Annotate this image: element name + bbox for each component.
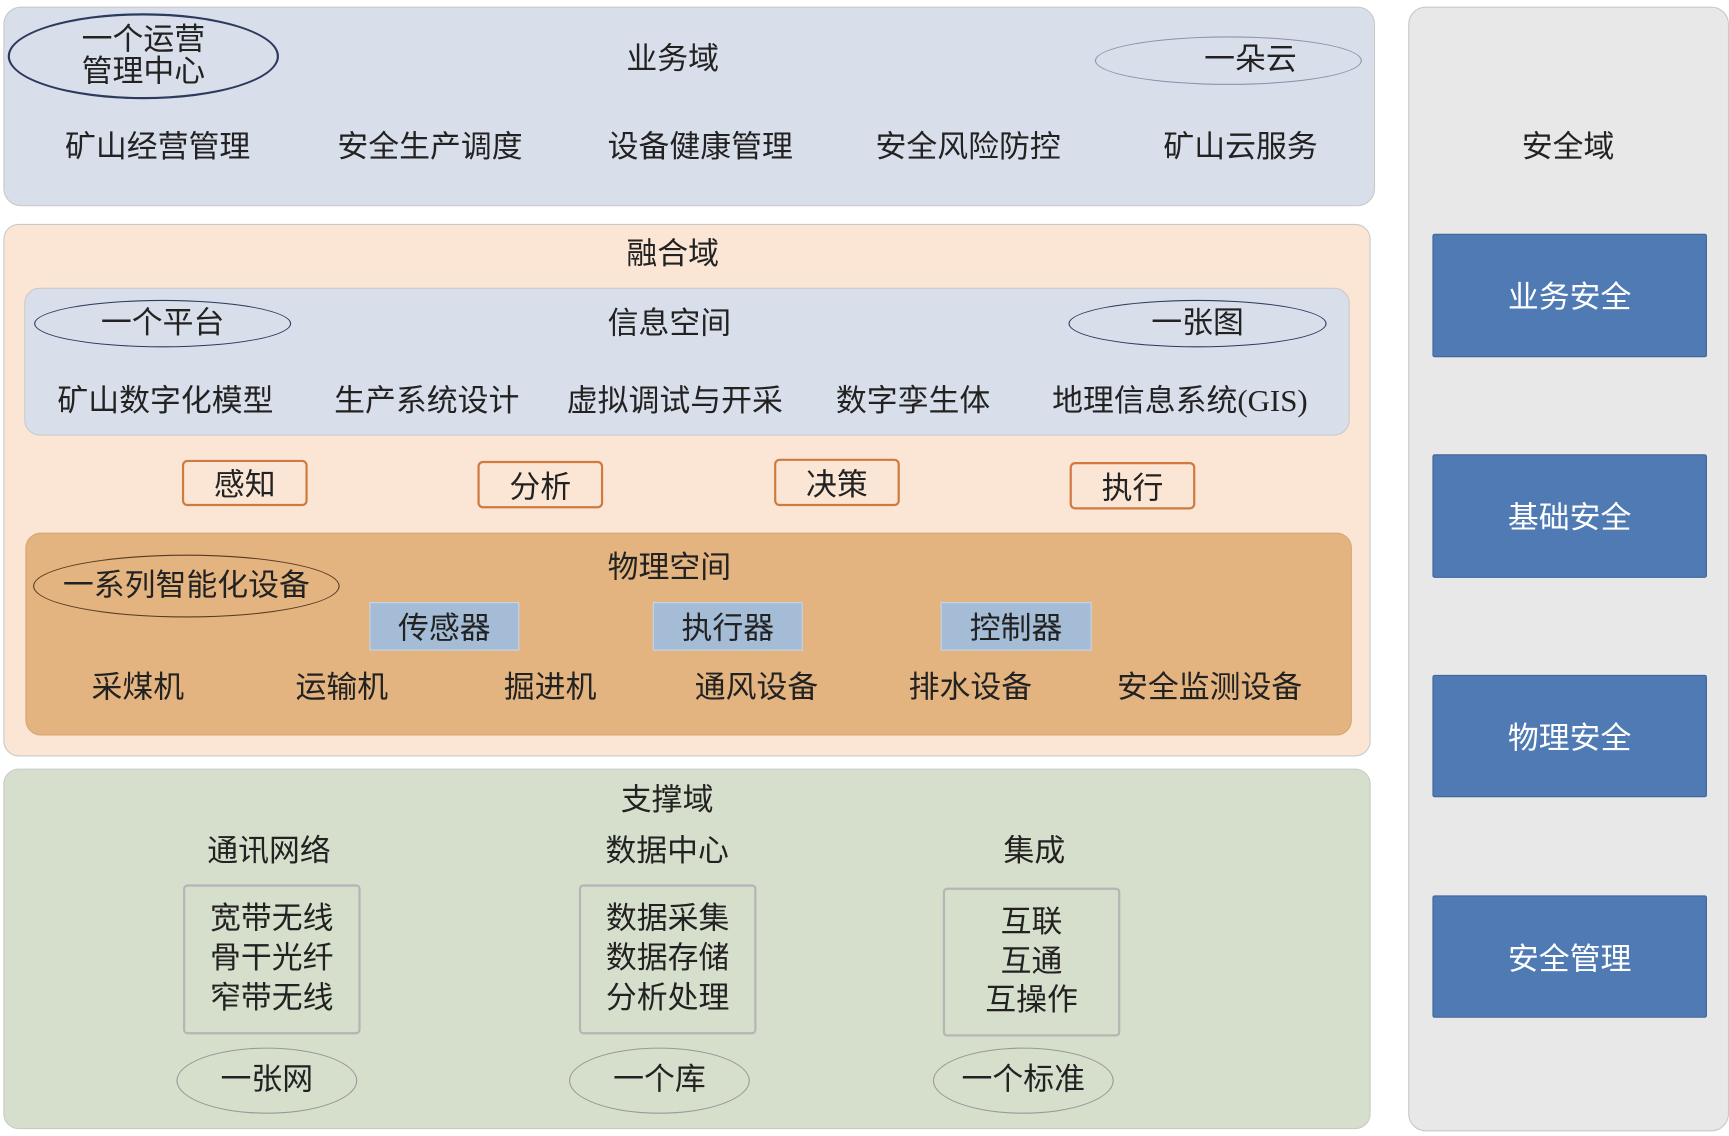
support-domain-title: 支撑域 bbox=[620, 783, 714, 818]
info-space-title: 信息空间 bbox=[607, 307, 732, 342]
cloud-label: 一朵云 bbox=[1204, 43, 1297, 78]
map-ellipse: 一张图 bbox=[1068, 299, 1327, 348]
support-group-box: 互联 互通 互操作 bbox=[942, 887, 1121, 1037]
device-item: 掘进机 bbox=[503, 671, 597, 706]
device-item: 采煤机 bbox=[91, 671, 185, 706]
business-item: 设备健康管理 bbox=[607, 130, 793, 165]
info-item: 虚拟调试与开采 bbox=[566, 384, 783, 419]
device-item: 安全监测设备 bbox=[1117, 671, 1303, 706]
physical-space-title: 物理空间 bbox=[607, 550, 732, 586]
operations-center-line2: 管理中心 bbox=[81, 55, 206, 90]
operations-center-ellipse: 一个运营 管理中心 bbox=[7, 13, 279, 100]
business-domain-title: 业务域 bbox=[626, 42, 719, 77]
support-line: 互联 bbox=[1000, 905, 1063, 940]
support-line: 宽带无线 bbox=[210, 902, 334, 937]
support-line: 窄带无线 bbox=[210, 981, 334, 1016]
step-decide: 决策 bbox=[774, 458, 900, 507]
device-item: 运输机 bbox=[295, 671, 389, 706]
security-item-infrastructure: 基础安全 bbox=[1432, 454, 1707, 578]
cloud-ellipse: 一朵云 bbox=[1094, 36, 1362, 85]
info-item: 矿山数字化模型 bbox=[57, 384, 274, 419]
database-ellipse: 一个库 bbox=[568, 1047, 750, 1114]
device-item: 排水设备 bbox=[908, 671, 1033, 706]
support-line: 骨干光纤 bbox=[210, 941, 334, 976]
support-line: 数据采集 bbox=[605, 902, 730, 937]
security-item-physical: 物理安全 bbox=[1432, 674, 1707, 798]
step-perceive: 感知 bbox=[181, 459, 308, 507]
step-analyze: 分析 bbox=[477, 460, 604, 509]
support-group-title: 集成 bbox=[1003, 834, 1066, 869]
component-controller: 控制器 bbox=[940, 602, 1092, 651]
support-group-box: 数据采集 数据存储 分析处理 bbox=[578, 884, 757, 1035]
component-sensor: 传感器 bbox=[369, 602, 520, 651]
business-item: 矿山经营管理 bbox=[65, 130, 251, 165]
support-group-title: 数据中心 bbox=[605, 834, 729, 869]
platform-ellipse: 一个平台 bbox=[34, 299, 292, 348]
support-line: 互通 bbox=[1000, 944, 1063, 979]
operations-center-line1: 一个运营 bbox=[81, 22, 206, 57]
business-item: 矿山云服务 bbox=[1163, 130, 1318, 165]
step-execute: 执行 bbox=[1069, 462, 1196, 510]
info-item: 数字孪生体 bbox=[835, 384, 991, 419]
device-item: 通风设备 bbox=[694, 671, 819, 706]
security-domain-title: 安全域 bbox=[1521, 130, 1615, 165]
business-item: 安全生产调度 bbox=[337, 130, 523, 165]
security-item-business: 业务安全 bbox=[1432, 233, 1707, 358]
support-group-title: 通讯网络 bbox=[207, 834, 331, 869]
security-item-management: 安全管理 bbox=[1432, 895, 1707, 1018]
info-item: 生产系统设计 bbox=[334, 384, 520, 419]
business-item: 安全风险防控 bbox=[875, 130, 1061, 165]
component-actuator: 执行器 bbox=[652, 602, 803, 651]
smart-devices-ellipse: 一系列智能化设备 bbox=[33, 554, 340, 618]
support-line: 互操作 bbox=[985, 984, 1078, 1019]
info-item: 地理信息系统(GIS) bbox=[1052, 384, 1308, 419]
support-group-box: 宽带无线 骨干光纤 窄带无线 bbox=[183, 884, 361, 1035]
support-line: 数据存储 bbox=[605, 941, 730, 976]
standard-ellipse: 一个标准 bbox=[932, 1047, 1114, 1114]
network-ellipse: 一张网 bbox=[176, 1047, 358, 1114]
fusion-domain-title: 融合域 bbox=[626, 237, 719, 272]
support-line: 分析处理 bbox=[605, 981, 730, 1016]
